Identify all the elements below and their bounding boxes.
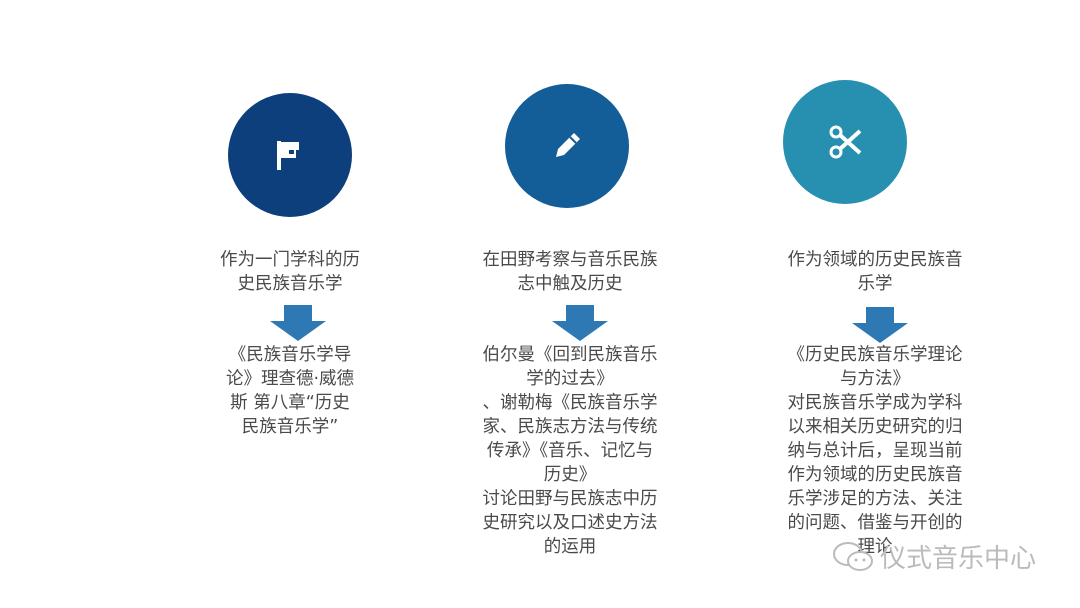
body-line: 以来相关历史研究的归 — [787, 417, 963, 437]
body-line: 对民族音乐学成为学科 — [787, 393, 963, 413]
body-line: 历史》 — [543, 465, 597, 485]
watermark-text: 仪式音乐中心 — [880, 544, 1037, 574]
column-1-title: 作为一门学科的历 史民族音乐学 — [190, 248, 390, 296]
body-line: 讨论田野与民族志中历 — [482, 489, 658, 509]
title-line: 史民族音乐学 — [237, 274, 343, 294]
title-line: 作为一门学科的历 — [220, 250, 360, 270]
body-line: 乐学涉足的方法、关注 — [787, 489, 963, 509]
title-line: 作为领域的历史民族音 — [787, 250, 963, 270]
column-2-body: 伯尔曼《回到民族音乐 学的过去》 、谢勒梅《民族音乐学 家、民族志方法与传统 传… — [467, 343, 673, 559]
pencil-icon — [556, 133, 580, 157]
pencil-circle — [505, 84, 629, 208]
column-3-title: 作为领域的历史民族音 乐学 — [772, 248, 978, 296]
flag-circle — [228, 93, 352, 217]
body-line: 纳与总计后，呈现当前 — [787, 441, 963, 461]
column-2-title: 在田野考察与音乐民族 志中触及历史 — [467, 248, 673, 296]
wechat-icon — [833, 541, 873, 571]
down-arrow-icon — [852, 307, 908, 343]
body-line: 作为领域的历史民族音 — [787, 465, 963, 485]
body-line: 史研究以及口述史方法 — [482, 513, 658, 533]
flag-icon — [277, 141, 299, 170]
body-line: 的问题、借鉴与开创的 — [787, 513, 963, 533]
title-line: 在田野考察与音乐民族 — [482, 250, 658, 270]
body-line: 民族音乐学” — [241, 417, 339, 437]
body-line: 学的过去》 — [526, 369, 614, 389]
body-line: 斯 第八章“历史 — [230, 393, 350, 413]
column-1-body: 《民族音乐学导 论》理查德·威德 斯 第八章“历史 民族音乐学” — [190, 343, 390, 439]
down-arrow-icon — [552, 305, 608, 341]
body-line: 伯尔曼《回到民族音乐 — [482, 345, 658, 365]
body-line: 与方法》 — [840, 369, 910, 389]
body-line: 、谢勒梅《民族音乐学 — [482, 393, 658, 413]
title-line: 乐学 — [857, 274, 893, 294]
watermark: 仪式音乐中心 — [832, 538, 1036, 575]
body-line: 的运用 — [543, 537, 597, 557]
body-line: 《民族音乐学导 — [228, 345, 352, 365]
title-line: 志中触及历史 — [517, 274, 623, 294]
scissors-icon — [829, 125, 862, 159]
body-line: 论》理查德·威德 — [225, 369, 355, 389]
body-line: 传承》《音乐、记忆与 — [486, 441, 654, 461]
scissors-circle — [783, 80, 907, 204]
body-line: 《历史民族音乐学理论 — [787, 345, 963, 365]
column-3-body: 《历史民族音乐学理论 与方法》 对民族音乐学成为学科 以来相关历史研究的归 纳与… — [772, 343, 978, 559]
down-arrow-icon — [270, 305, 326, 341]
body-line: 家、民族志方法与传统 — [482, 417, 658, 437]
